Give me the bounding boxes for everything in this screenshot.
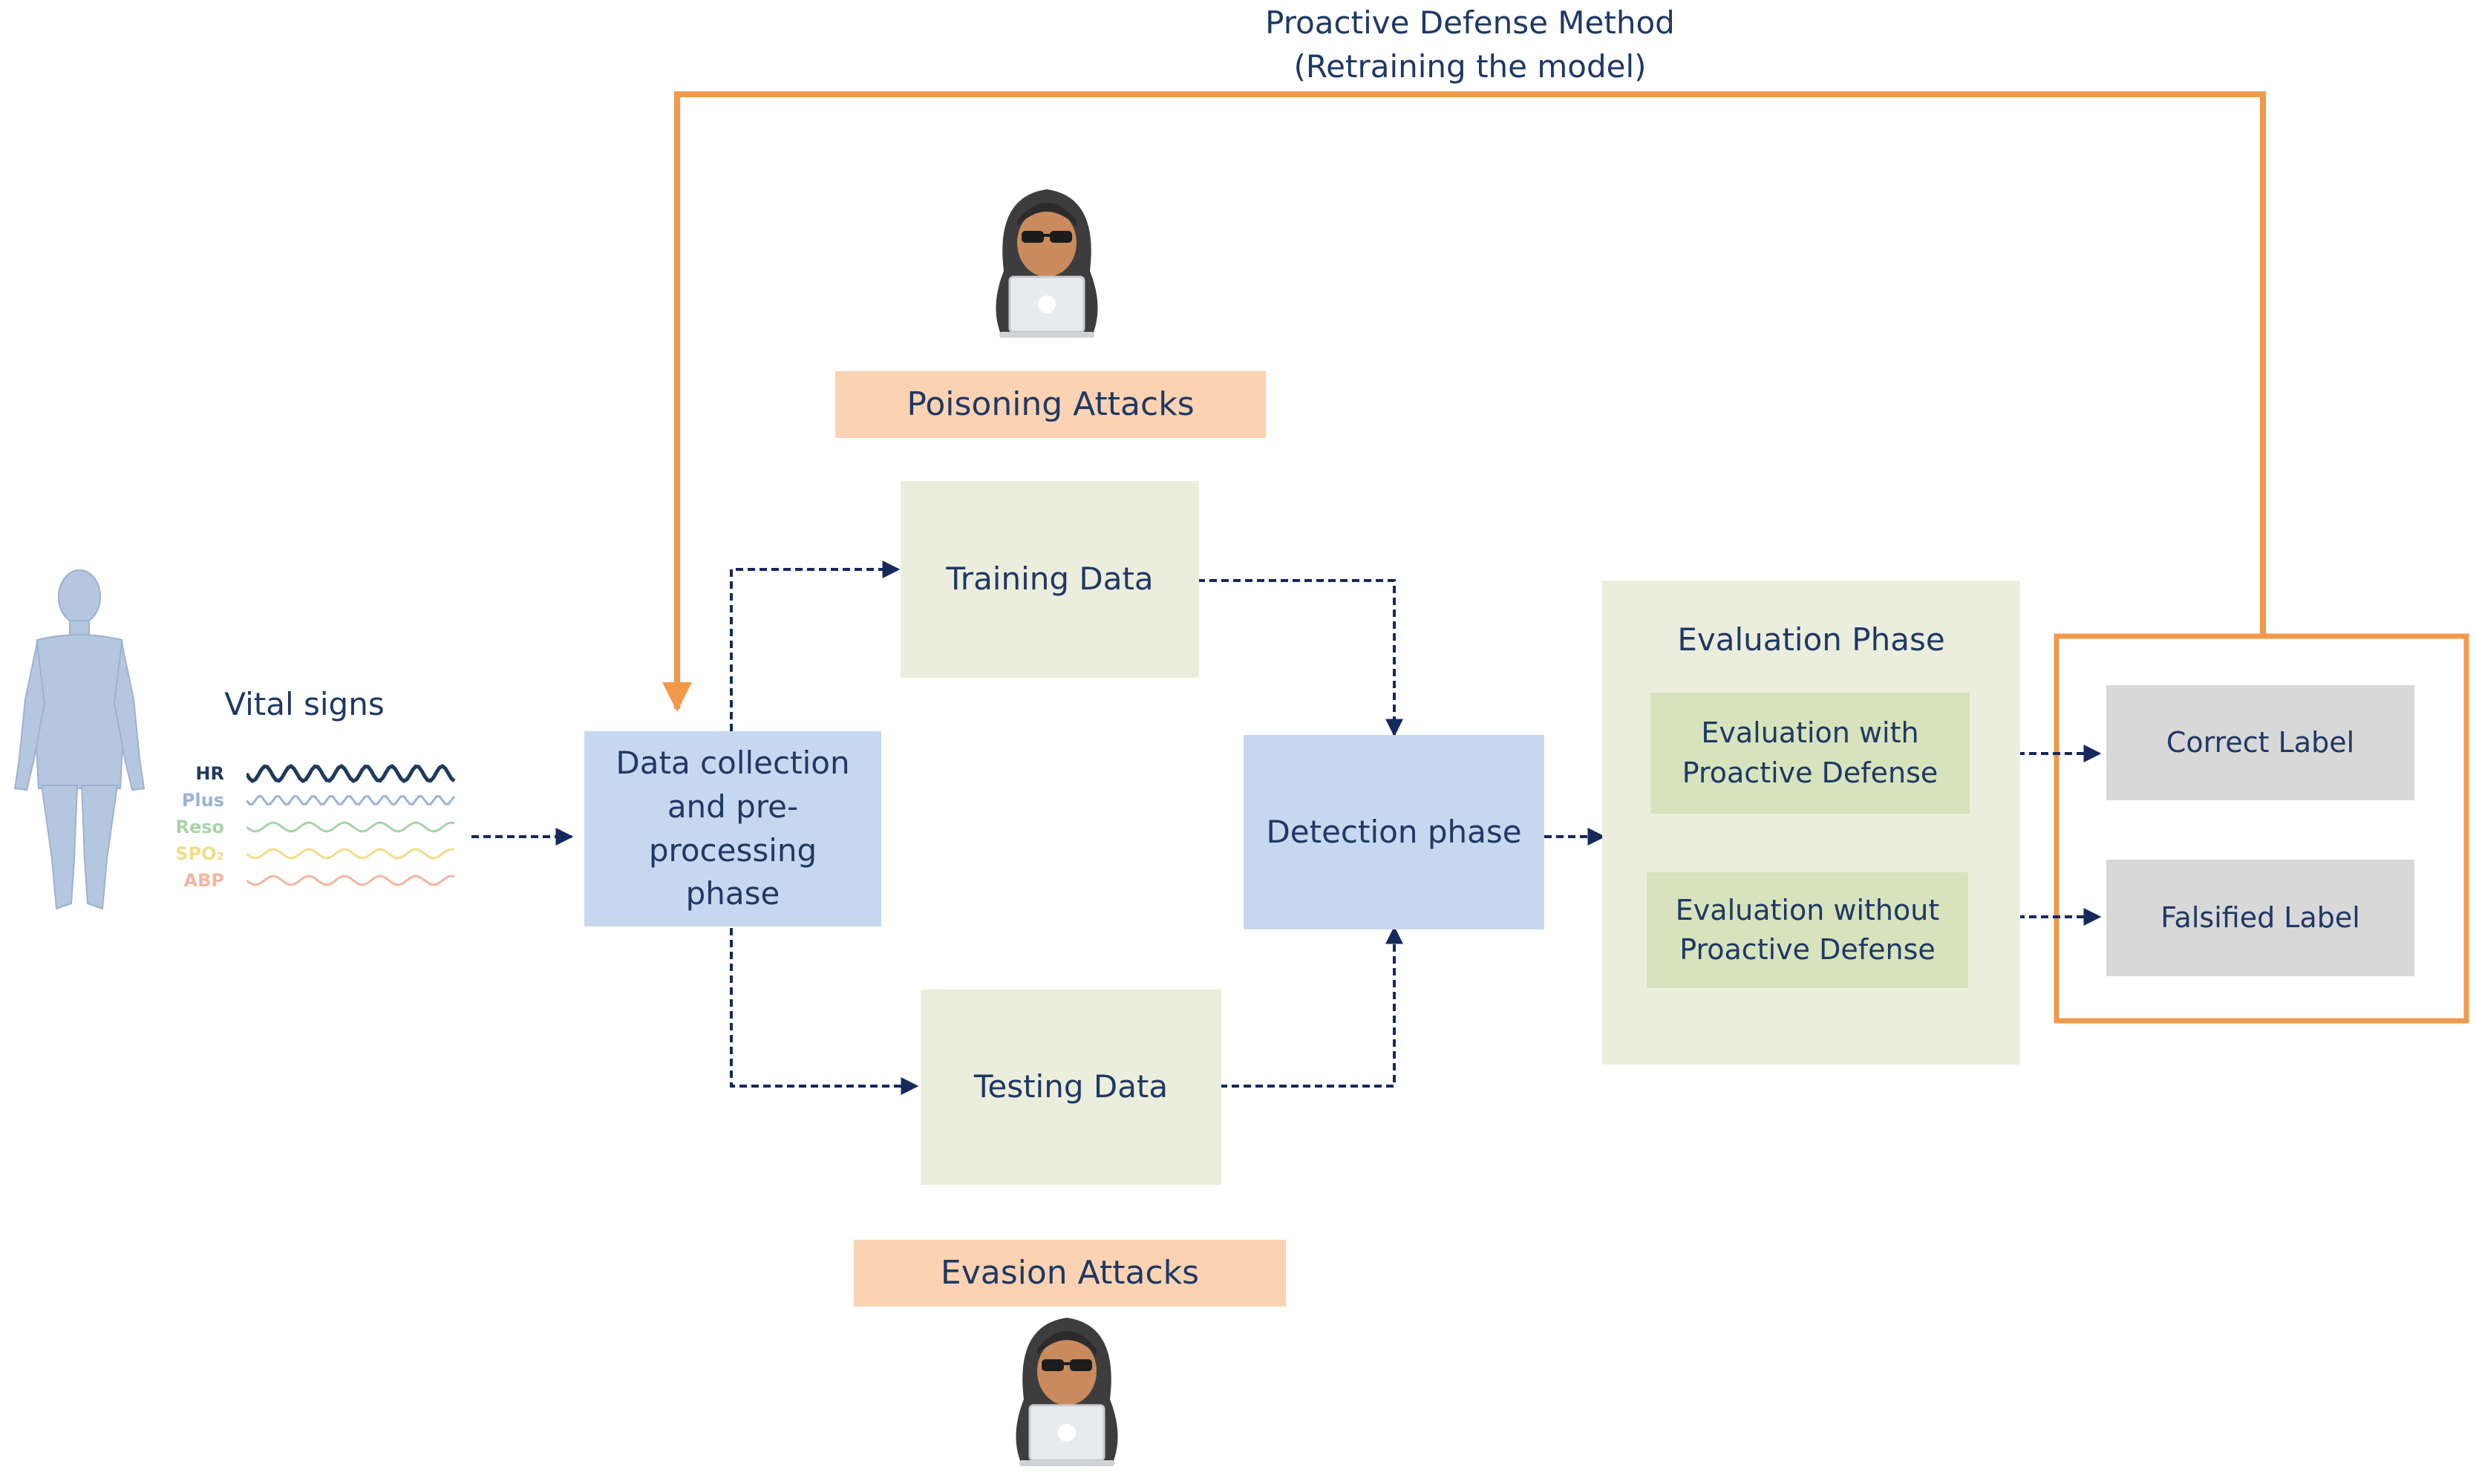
arrow-collection-to-training [730,560,901,731]
vital-signs-title: Vital signs [224,686,385,722]
signal-wave [246,848,455,860]
arrow-training-to-detection [1198,579,1403,737]
detection-phase-box: Detection phase [1244,735,1544,929]
arrow-testing-to-detection [1220,926,1403,1088]
signal-label: Reso [175,817,224,837]
data-collection-line3: processing [648,831,817,869]
hacker-icon-poisoning [996,189,1098,338]
evaluation-without-proactive-box: Evaluation without Proactive Defense [1647,872,1968,988]
falsified-label-box: Falsified Label [2106,860,2414,976]
testing-data-box: Testing Data [921,990,1221,1185]
result-frame [2054,633,2469,1024]
signal-label: HR [195,763,224,784]
evaluation-without-line1: Evaluation without [1675,893,1940,926]
proactive-defense-loop [662,91,2266,712]
human-silhouette-icon [13,569,146,910]
evaluation-with-line2: Proactive Defense [1682,756,1938,789]
data-collection-line2: and pre- [667,788,799,825]
signal-wave [246,821,455,833]
signal-wave [246,875,455,886]
evaluation-with-proactive-box: Evaluation with Proactive Defense [1650,693,1970,814]
hacker-icon-evasion [1016,1318,1118,1466]
data-collection-line1: Data collection [615,744,850,781]
arrow-collection-to-testing [730,928,919,1095]
proactive-defense-title: Proactive Defense Method (Retraining the… [1173,1,1767,89]
signal-label: Plus [181,790,224,811]
signal-wave [246,764,456,783]
proactive-title-line1: Proactive Defense Method [1265,4,1675,41]
evaluation-phase-title: Evaluation Phase [1677,621,1945,658]
data-collection-box: Data collection and pre- processing phas… [584,731,881,926]
training-data-box: Training Data [901,481,1199,678]
signal-label: SPO₂ [175,843,224,864]
signal-wave [246,795,456,805]
evaluation-without-line2: Proactive Defense [1679,933,1936,966]
signal-waves [246,764,456,886]
correct-label-box: Correct Label [2106,685,2414,800]
data-collection-line4: phase [685,875,780,912]
signal-label: ABP [183,870,224,891]
proactive-title-line2: (Retraining the model) [1293,48,1647,85]
evasion-attacks-box: Evasion Attacks [854,1240,1286,1307]
evaluation-with-line1: Evaluation with [1701,716,1919,750]
poisoning-attacks-box: Poisoning Attacks [835,371,1266,438]
